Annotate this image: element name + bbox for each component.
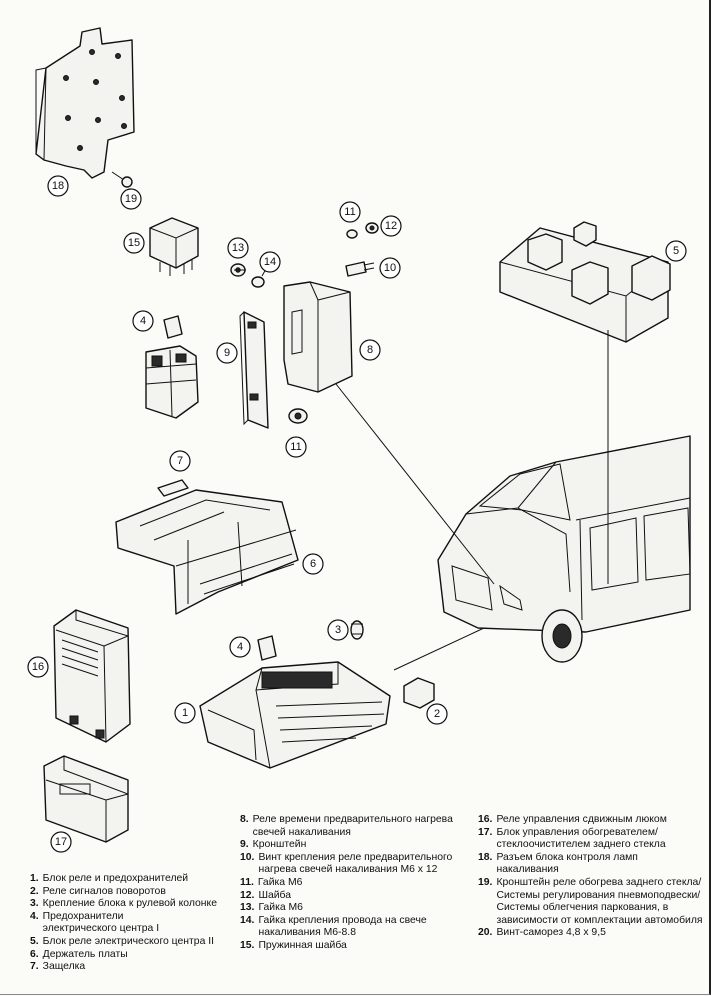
part-20-screw: [111, 171, 133, 188]
part-11-nut: [288, 408, 308, 424]
callout-13: 12: [380, 215, 402, 237]
callout-18: 17: [50, 831, 72, 853]
svg-text:3: 3: [335, 624, 341, 636]
svg-text:15: 15: [128, 237, 140, 249]
svg-text:14: 14: [264, 256, 276, 268]
part-15-spring-washer: [251, 276, 265, 288]
part-6-board-holder: [115, 489, 299, 615]
part-16-relay: [149, 217, 199, 276]
svg-text:2: 2: [434, 708, 440, 720]
svg-text:13: 13: [232, 242, 244, 254]
legend-item-4: 4.Предохранители электрического центра I: [30, 910, 160, 935]
legend-column-3: 16.Реле управления сдвижным люком 17.Бло…: [478, 814, 703, 940]
svg-text:11: 11: [344, 206, 355, 218]
legend-item-10: 10.Винт крепления реле предварительного …: [240, 851, 453, 876]
callout-9: 9: [216, 342, 238, 364]
svg-text:18: 18: [52, 180, 64, 192]
part-4-fuse-upper: [163, 315, 183, 339]
legend-item-6: 6.Держатель платы: [30, 948, 128, 960]
callout-16: 15: [123, 232, 145, 254]
part-18-connector: [43, 755, 129, 843]
legend-item-19: 19.Кронштейн реле обогрева заднего стекл…: [478, 876, 703, 926]
legend-item-16: 16.Реле управления сдвижным люком: [478, 814, 667, 825]
part-3-mount: [350, 620, 364, 640]
legend-item-9: 9.Кронштейн: [240, 839, 307, 851]
callout-7: 7: [169, 450, 191, 472]
svg-text:12: 12: [385, 220, 397, 232]
callout-4-upper: 4: [132, 310, 154, 332]
svg-text:8: 8: [367, 344, 373, 356]
callout-6: 6: [302, 553, 324, 575]
callout-3: 3: [327, 619, 349, 641]
part-9-bracket: [239, 311, 269, 429]
legend-item-3: 3.Крепление блока к рулевой колонке: [30, 898, 217, 910]
legend-item-2: 2.Реле сигналов поворотов: [30, 885, 166, 897]
callout-8: 8: [359, 339, 381, 361]
relay-connector-stack: [145, 345, 199, 419]
part-19-bracket: [35, 27, 135, 179]
svg-text:4: 4: [237, 641, 243, 653]
callout-14: 13: [227, 237, 249, 259]
legend-item-1: 1.Блок реле и предохранителей: [30, 873, 189, 884]
svg-text:17: 17: [55, 836, 67, 848]
part-5-relay-block: [499, 221, 671, 343]
legend-column-2: 8.Реле времени предварительного нагрева …: [240, 814, 470, 953]
legend-item-12: 12.Шайба: [240, 889, 292, 901]
callout-5: 5: [665, 240, 687, 262]
callout-11: 1311: [285, 436, 307, 458]
svg-text:16: 16: [32, 661, 44, 673]
van-illustration: [437, 435, 691, 663]
part-7-latch: [157, 479, 189, 497]
callout-12: 11: [339, 201, 361, 223]
callout-1: 1: [174, 702, 196, 724]
legend-column-1: 1.Блок реле и предохранителей 2.Реле сиг…: [30, 873, 245, 974]
svg-text:6: 6: [310, 558, 316, 570]
svg-text:7: 7: [177, 455, 183, 467]
legend-item-7: 7.Защелка: [30, 961, 86, 973]
part-4-fuse-lower: [257, 635, 277, 661]
callout-20: 19: [120, 188, 142, 210]
legend-item-17: 17.Блок управления обогревателем/ стекло…: [478, 826, 666, 851]
svg-text:19: 19: [125, 193, 137, 205]
svg-text:5: 5: [673, 245, 679, 257]
callout-4-lower: 4: [229, 636, 251, 658]
part-13-nut: [365, 222, 379, 234]
callout-17: 16: [27, 656, 49, 678]
part-2-relay: [403, 677, 435, 709]
legend-item-11: 11.Гайка М6: [240, 876, 303, 888]
legend-item-14: 14.Гайка крепления провода на свече нака…: [240, 914, 427, 939]
svg-text:4: 4: [140, 315, 146, 327]
part-10-screw: [345, 261, 375, 277]
svg-text:10: 10: [384, 262, 396, 274]
callout-2: 2: [426, 703, 448, 725]
legend-item-5: 5.Блок реле электрического центра II: [30, 935, 215, 947]
legend-item-13: 13.Гайка М6: [240, 902, 303, 914]
part-1-relay-fuse-box: [199, 661, 391, 769]
callout-15: 14: [259, 251, 281, 273]
legend-item-15: 15.Пружинная шайба: [240, 939, 347, 951]
leader-lines: [234, 261, 609, 671]
callout-19: 18: [47, 175, 69, 197]
legend-item-20: 20.Винт-саморез 4,8 х 9,5: [478, 927, 606, 939]
callout-10: 10: [379, 257, 401, 279]
svg-text:11: 11: [290, 441, 301, 453]
part-12-washer: [346, 229, 358, 239]
legend-item-8: 8.Реле времени предварительного нагрева …: [240, 814, 453, 838]
part-17-control-unit: [53, 609, 131, 743]
part-8-glow-relay: [283, 281, 353, 393]
legend-item-18: 18.Разъем блока контроля ламп накаливани…: [478, 851, 638, 876]
svg-text:9: 9: [224, 347, 230, 359]
svg-text:1: 1: [182, 707, 188, 719]
